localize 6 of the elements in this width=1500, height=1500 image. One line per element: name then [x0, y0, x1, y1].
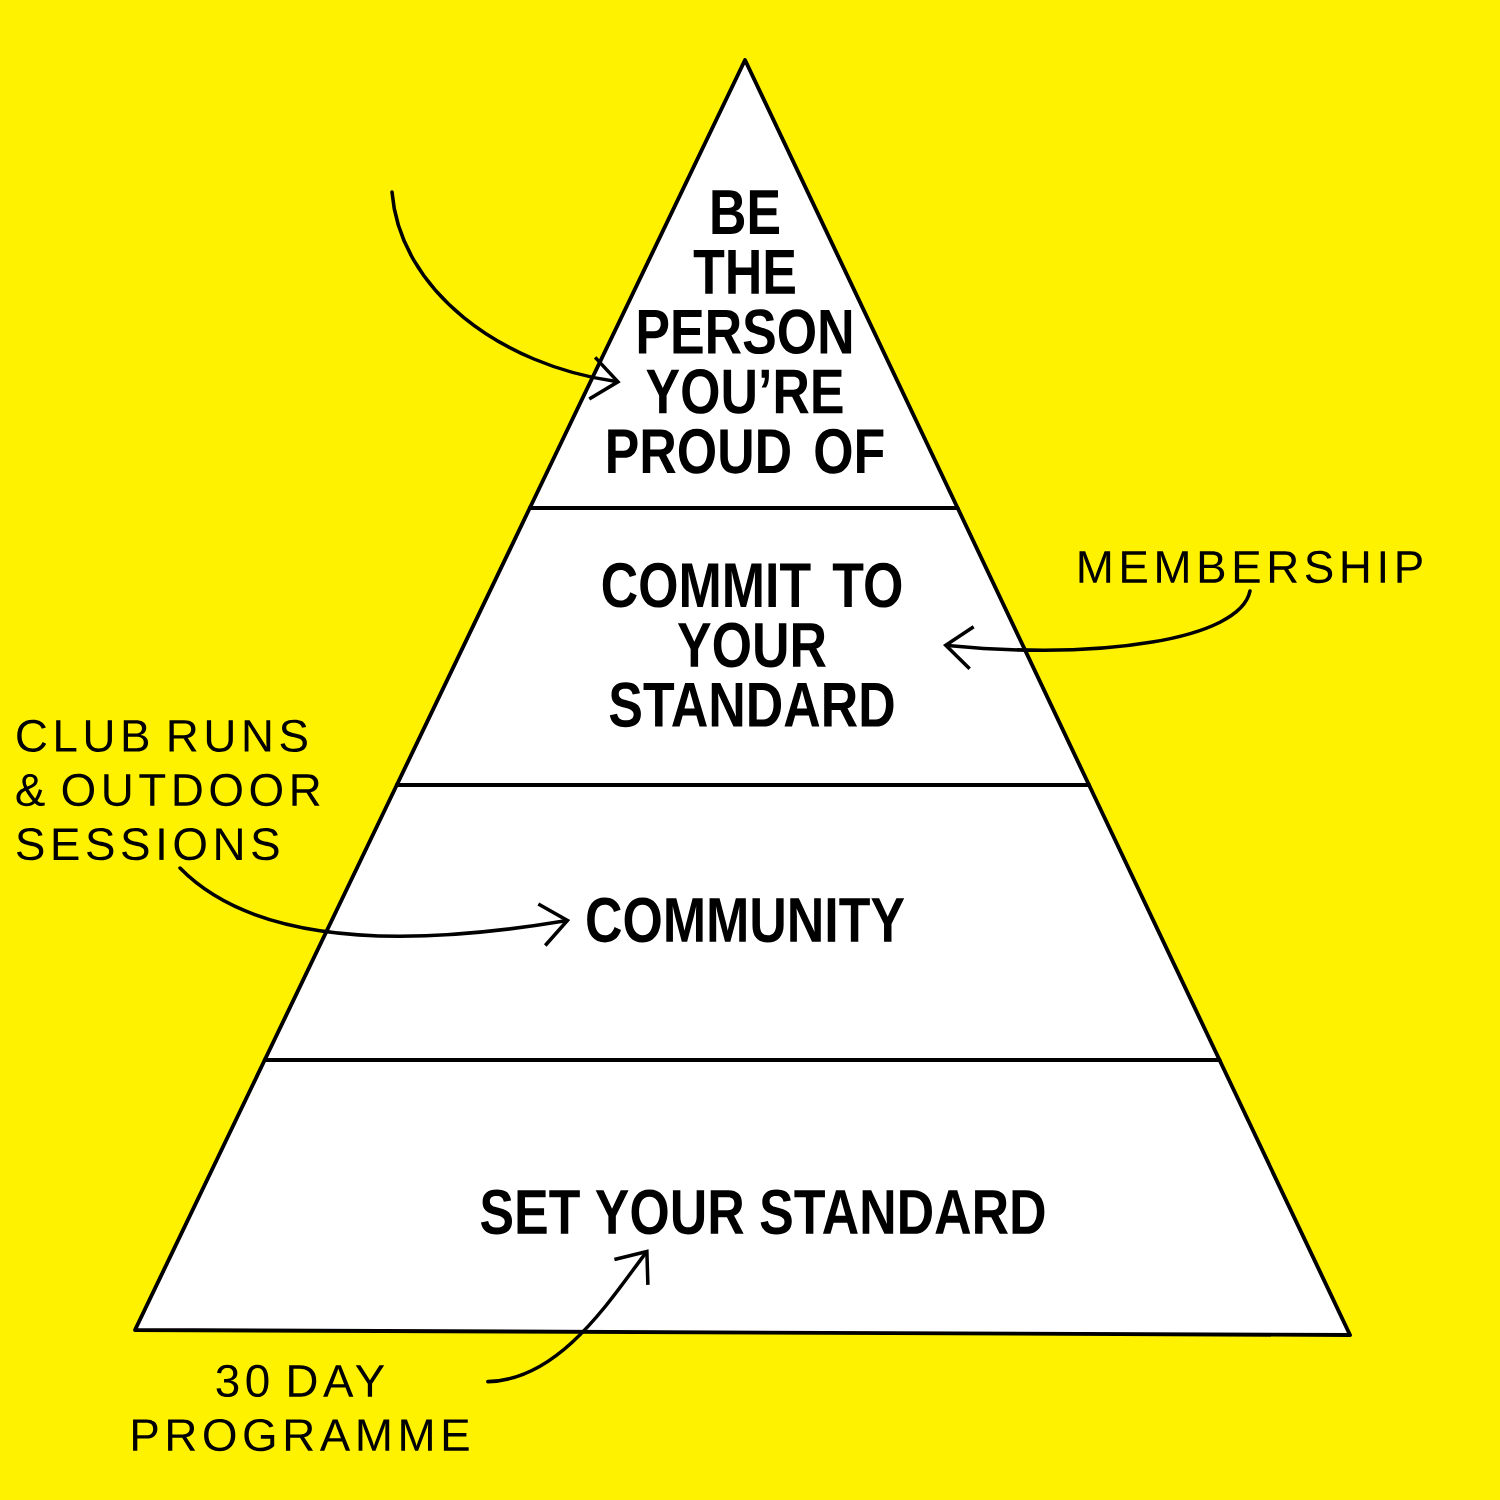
annotation: 30 DAY PROGRAMME — [133, 1364, 469, 1452]
arrow — [178, 866, 571, 947]
arrow — [486, 1249, 650, 1384]
pyramid-layer: BE THE PERSON YOU’RE PROUD OF — [527, 58, 960, 510]
arrow — [390, 190, 621, 401]
arrow — [942, 589, 1252, 670]
